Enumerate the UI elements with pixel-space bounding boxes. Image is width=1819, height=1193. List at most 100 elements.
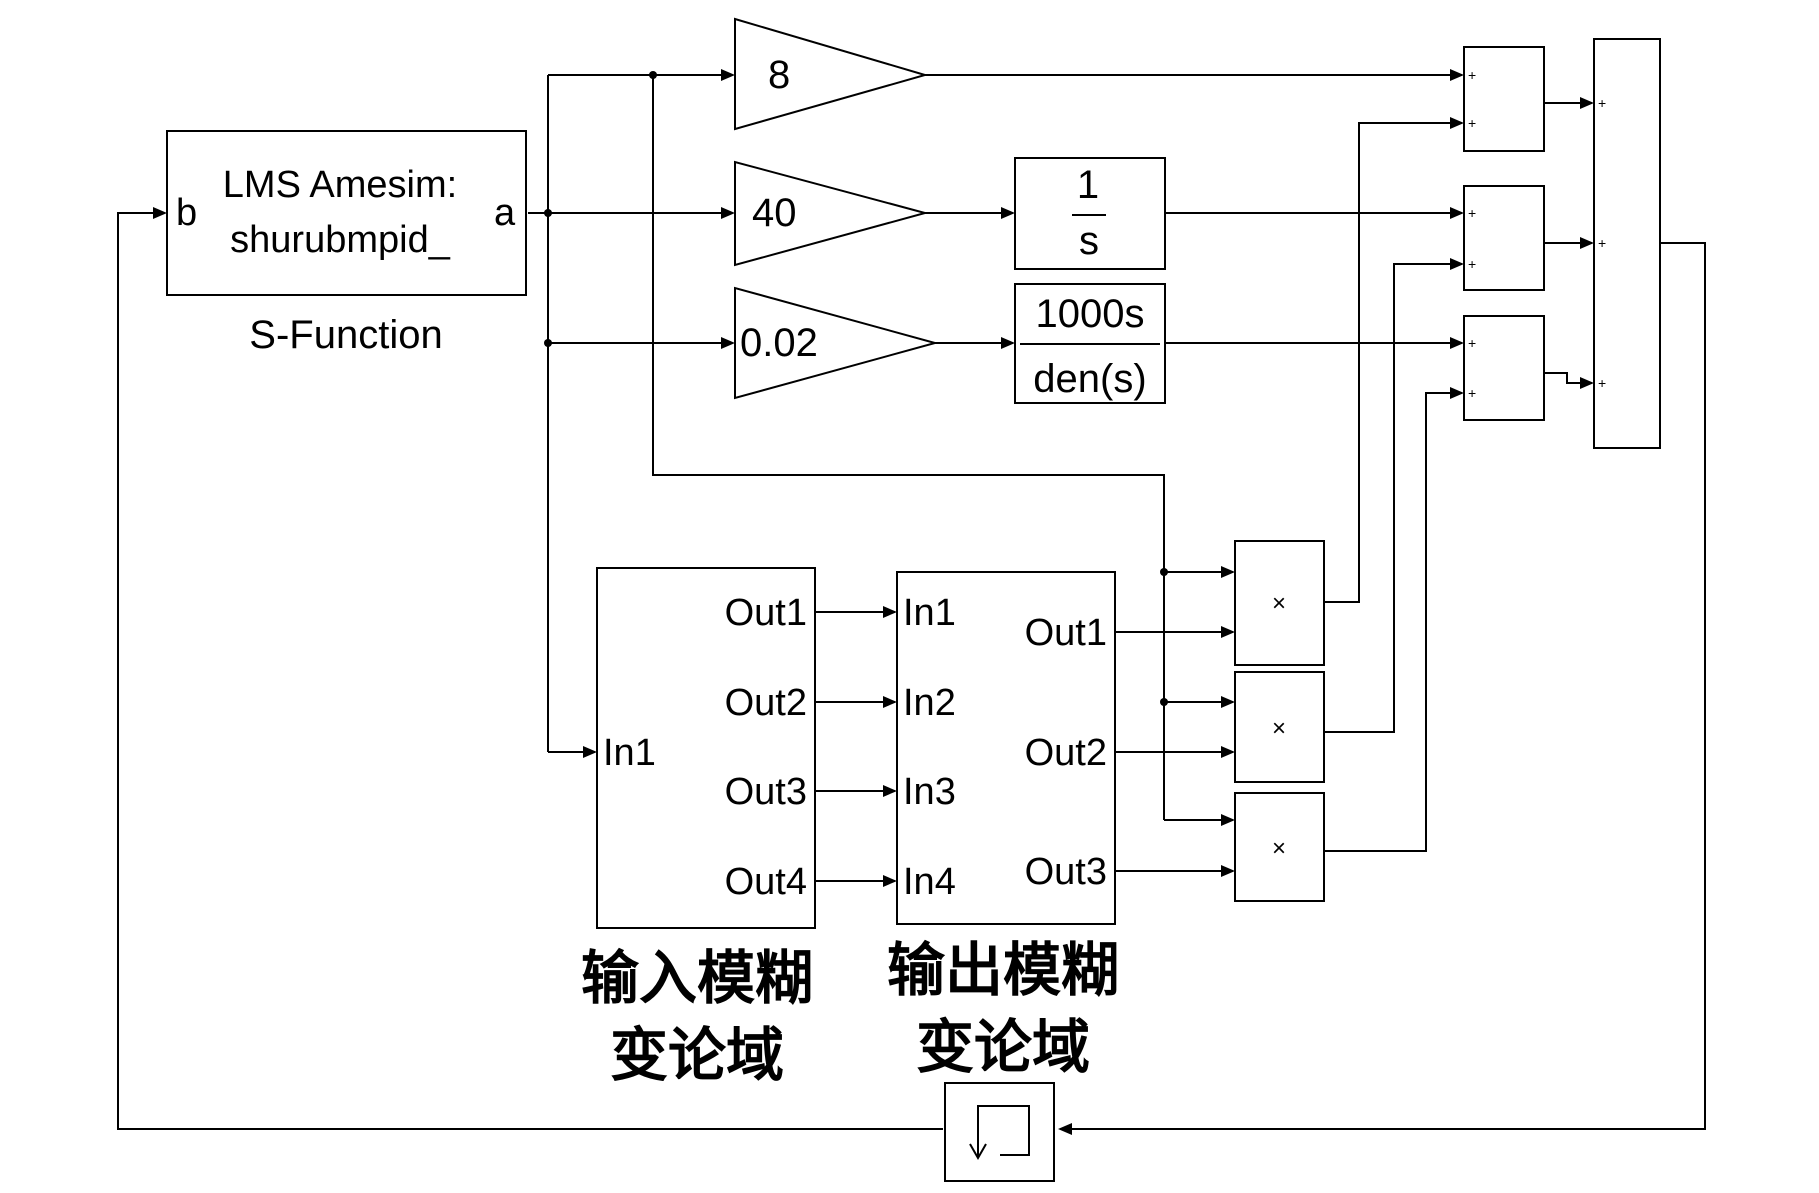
fuzzy-output-port-out3: Out3 bbox=[1025, 851, 1107, 893]
wire-prod1-sum1 bbox=[1324, 122, 1462, 603]
junction-dot bbox=[1160, 568, 1168, 576]
fuzzy-output-box[interactable] bbox=[896, 571, 1116, 925]
fuzzy-output-caption-line1: 输出模糊 bbox=[887, 936, 1119, 1004]
gain-value: 0.02 bbox=[740, 321, 818, 365]
arrow-head bbox=[883, 875, 897, 887]
fuzzy-input-port-out3: Out3 bbox=[725, 771, 807, 813]
integrator-block[interactable]: 1 s bbox=[1014, 157, 1166, 270]
arrow-head bbox=[721, 207, 735, 219]
plus-sign-icon: + bbox=[1468, 67, 1476, 83]
arrow-head bbox=[721, 337, 735, 349]
multiply-icon: × bbox=[1272, 590, 1286, 617]
sum-box[interactable] bbox=[1463, 315, 1545, 421]
sfunction-port-in: b bbox=[176, 192, 197, 234]
arrow-head bbox=[721, 69, 735, 81]
integrator-box[interactable] bbox=[1014, 157, 1166, 270]
gain-value: 40 bbox=[752, 191, 797, 235]
derivative-denominator: den(s) bbox=[1033, 357, 1146, 401]
arrow-head bbox=[1221, 814, 1235, 826]
sfunction-block[interactable]: b LMS Amesim: shurubmpid_ a bbox=[166, 130, 527, 296]
fuzzy-output-caption-line2: 变论域 bbox=[916, 1013, 1090, 1081]
product-block-1[interactable]: × bbox=[1234, 540, 1325, 666]
gain-triangle[interactable] bbox=[734, 160, 929, 267]
fuzzy-input-box[interactable] bbox=[596, 567, 816, 929]
wire-error-tap bbox=[652, 75, 1165, 820]
sfunction-box[interactable] bbox=[166, 130, 527, 296]
arrow-head bbox=[1450, 117, 1464, 129]
fuzzy-output-port-in4: In4 bbox=[903, 861, 956, 903]
product-box[interactable] bbox=[1234, 671, 1325, 783]
junction-dot bbox=[544, 209, 552, 217]
sum-box[interactable] bbox=[1593, 38, 1661, 449]
fuzzy-output-port-in3: In3 bbox=[903, 771, 956, 813]
product-block-2[interactable]: × bbox=[1234, 671, 1325, 783]
sfunction-port-out: a bbox=[494, 192, 516, 234]
sum-box[interactable] bbox=[1463, 46, 1545, 152]
integrator-denominator: s bbox=[1079, 219, 1099, 263]
gain-value: 8 bbox=[768, 53, 790, 97]
fuzzy-input-port-in1: In1 bbox=[603, 732, 656, 774]
arrowheads bbox=[153, 69, 1594, 1135]
junction-dot bbox=[544, 339, 552, 347]
wire-sum3-final bbox=[1544, 372, 1592, 384]
fuzzy-input-port-out4: Out4 bbox=[725, 861, 807, 903]
product-block-3[interactable]: × bbox=[1234, 792, 1325, 902]
plus-sign-icon: + bbox=[1468, 115, 1476, 131]
arrow-head bbox=[1450, 258, 1464, 270]
gain-triangle[interactable] bbox=[734, 17, 929, 131]
plus-sign-icon: + bbox=[1468, 385, 1476, 401]
gain-triangle[interactable] bbox=[734, 286, 939, 400]
integrator-numerator: 1 bbox=[1077, 163, 1099, 207]
sum-block-final[interactable]: + + + bbox=[1593, 38, 1661, 449]
fuzzy-input-caption-line2: 变论域 bbox=[610, 1021, 784, 1089]
gain-block-kp[interactable]: 8 bbox=[734, 17, 929, 131]
memory-block[interactable] bbox=[944, 1082, 1055, 1182]
sum-box[interactable] bbox=[1463, 185, 1545, 291]
arrow-head bbox=[1221, 865, 1235, 877]
arrow-head bbox=[1001, 337, 1015, 349]
derivative-block[interactable]: 1000s den(s) bbox=[1014, 283, 1166, 404]
arrow-head bbox=[1221, 566, 1235, 578]
product-box[interactable] bbox=[1234, 792, 1325, 902]
fuzzy-output-port-in2: In2 bbox=[903, 682, 956, 724]
wire-memory-to-sfunction bbox=[117, 212, 943, 1130]
arrow-head bbox=[1580, 377, 1594, 389]
arrow-head bbox=[1450, 387, 1464, 399]
sfunction-caption: S-Function bbox=[249, 313, 442, 357]
gain-block-kd[interactable]: 0.02 bbox=[734, 286, 939, 400]
memory-box[interactable] bbox=[944, 1082, 1055, 1182]
junction-dot bbox=[1160, 698, 1168, 706]
wire-prod2-sum2 bbox=[1324, 263, 1462, 733]
sfunction-subtitle: shurubmpid_ bbox=[230, 219, 451, 261]
derivative-numerator: 1000s bbox=[1036, 292, 1145, 336]
sfunction-title: LMS Amesim: bbox=[223, 164, 457, 206]
arrow-head bbox=[1450, 207, 1464, 219]
product-box[interactable] bbox=[1234, 540, 1325, 666]
signal-wires bbox=[117, 74, 1706, 1130]
gain-block-ki[interactable]: 40 bbox=[734, 160, 929, 267]
arrow-head bbox=[1221, 696, 1235, 708]
sum-block-3[interactable]: + + bbox=[1463, 315, 1545, 421]
fuzzy-output-port-in1: In1 bbox=[903, 592, 956, 634]
plus-sign-icon: + bbox=[1598, 95, 1606, 111]
fuzzy-input-subsystem[interactable]: In1 Out1 Out2 Out3 Out4 bbox=[596, 567, 816, 929]
sum-block-1[interactable]: + + bbox=[1463, 46, 1545, 152]
wire-prod3-sum3 bbox=[1324, 392, 1462, 852]
arrow-head bbox=[583, 746, 597, 758]
arrow-head bbox=[1221, 746, 1235, 758]
fuzzy-output-port-out2: Out2 bbox=[1025, 732, 1107, 774]
fuzzy-output-port-out1: Out1 bbox=[1025, 612, 1107, 654]
fuzzy-input-caption-line1: 输入模糊 bbox=[581, 944, 813, 1012]
fuzzy-input-port-out2: Out2 bbox=[725, 682, 807, 724]
plus-sign-icon: + bbox=[1468, 256, 1476, 272]
multiply-icon: × bbox=[1272, 835, 1286, 862]
fuzzy-output-subsystem[interactable]: In1 In2 In3 In4 Out1 Out2 Out3 bbox=[896, 571, 1116, 925]
junction-dot bbox=[649, 71, 657, 79]
fuzzy-input-port-out1: Out1 bbox=[725, 592, 807, 634]
arrow-head bbox=[1221, 626, 1235, 638]
wire-final-to-memory bbox=[1068, 242, 1706, 1130]
sum-block-2[interactable]: + + bbox=[1463, 185, 1545, 291]
arrow-head bbox=[1450, 69, 1464, 81]
junction-dots bbox=[544, 71, 1168, 706]
